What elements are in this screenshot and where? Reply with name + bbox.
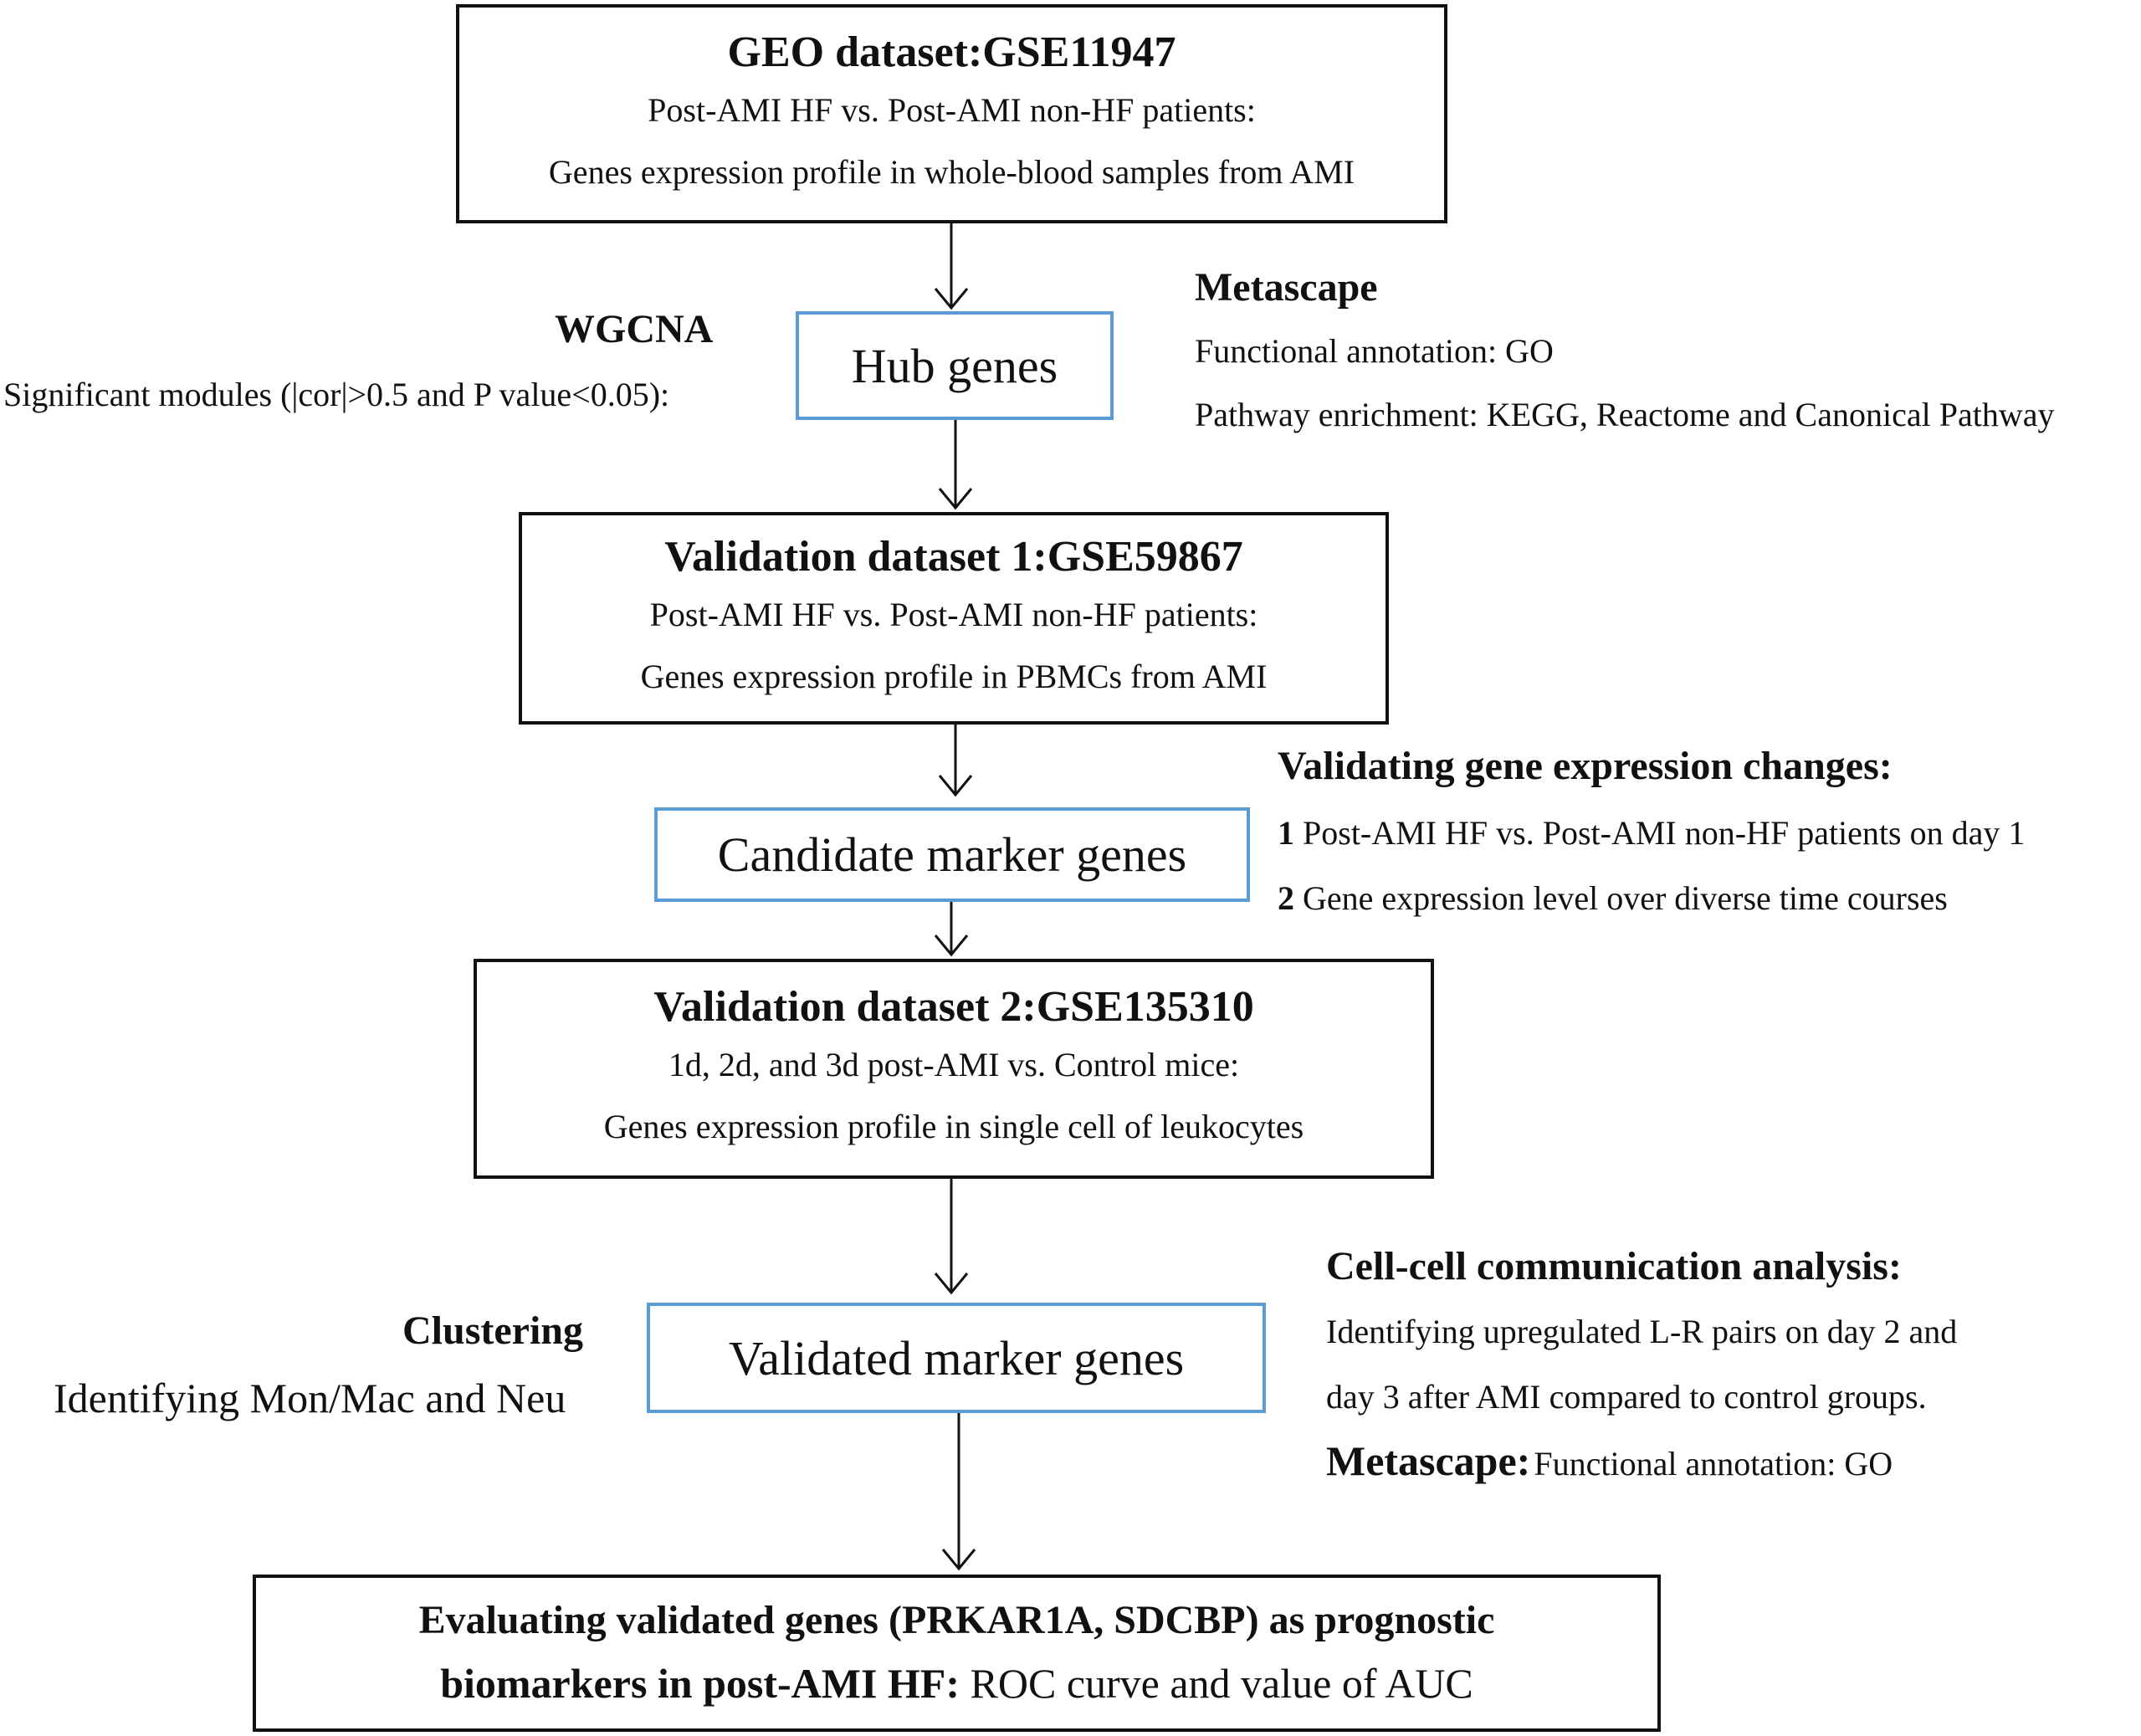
hub-genes-label: Hub genes	[851, 338, 1058, 393]
cellcell-metascape-text: Functional annotation: GO	[1534, 1445, 1893, 1483]
arrow-validation2-to-validated	[934, 1179, 969, 1295]
metascape1-heading: Metascape	[1195, 265, 1378, 310]
cellcell-heading: Cell-cell communication analysis:	[1326, 1244, 1902, 1288]
validated-marker-genes-box: Validated marker genes	[647, 1303, 1266, 1413]
validated-marker-genes-label: Validated marker genes	[728, 1330, 1185, 1385]
arrow-hub-to-validation1	[938, 420, 973, 510]
validation-dataset2-box: Validation dataset 2:GSE135310 1d, 2d, a…	[474, 959, 1434, 1179]
metascape1-line2: Pathway enrichment: KEGG, Reactome and C…	[1195, 396, 2055, 433]
validating-item1-number: 1	[1278, 814, 1294, 852]
arrow-validation1-to-candidate	[938, 725, 973, 797]
validation1-title: Validation dataset 1:GSE59867	[664, 532, 1243, 581]
evaluation-line2-bold: biomarkers in post-AMI HF:	[440, 1660, 960, 1708]
validation2-line1: 1d, 2d, and 3d post-AMI vs. Control mice…	[668, 1046, 1240, 1083]
validating-item2-text: Gene expression level over diverse time …	[1303, 879, 1948, 917]
validation1-line2: Genes expression profile in PBMCs from A…	[640, 657, 1268, 695]
validating-item2-number: 2	[1278, 879, 1294, 917]
geo-dataset-box: GEO dataset:GSE11947 Post-AMI HF vs. Pos…	[456, 4, 1447, 223]
cellcell-metascape: Metascape: Functional annotation: GO	[1326, 1436, 1893, 1485]
arrow-validated-to-final	[941, 1413, 976, 1571]
clustering-text: Identifying Mon/Mac and Neu	[54, 1375, 566, 1421]
candidate-marker-genes-box: Candidate marker genes	[654, 807, 1250, 902]
cellcell-line1: Identifying upregulated L-R pairs on day…	[1326, 1313, 1958, 1350]
arrow-candidate-to-validation2	[934, 902, 969, 957]
metascape1-line1: Functional annotation: GO	[1195, 332, 1554, 370]
wgcna-text: Significant modules (|cor|>0.5 and P val…	[3, 376, 670, 413]
geo-dataset-line1: Post-AMI HF vs. Post-AMI non-HF patients…	[648, 90, 1256, 129]
candidate-marker-genes-label: Candidate marker genes	[717, 827, 1187, 882]
validating-item2: 2 Gene expression level over diverse tim…	[1278, 878, 1948, 918]
validation-dataset1-box: Validation dataset 1:GSE59867 Post-AMI H…	[519, 512, 1389, 725]
geo-dataset-title: GEO dataset:GSE11947	[727, 28, 1176, 76]
validating-item1: 1 Post-AMI HF vs. Post-AMI non-HF patien…	[1278, 813, 2025, 853]
clustering-heading: Clustering	[402, 1308, 583, 1353]
validation2-line2: Genes expression profile in single cell …	[603, 1108, 1304, 1145]
wgcna-heading: WGCNA	[555, 307, 714, 351]
arrow-geo-to-hub	[934, 223, 969, 310]
evaluation-box: Evaluating validated genes (PRKAR1A, SDC…	[253, 1575, 1661, 1732]
evaluation-line2: biomarkers in post-AMI HF: ROC curve and…	[440, 1652, 1473, 1717]
cellcell-metascape-heading: Metascape:	[1326, 1437, 1531, 1484]
validating-heading: Validating gene expression changes:	[1278, 744, 1893, 788]
validating-item1-text: Post-AMI HF vs. Post-AMI non-HF patients…	[1303, 814, 2026, 852]
validation2-title: Validation dataset 2:GSE135310	[653, 983, 1254, 1031]
cellcell-line2: day 3 after AMI compared to control grou…	[1326, 1378, 1927, 1416]
geo-dataset-line2: Genes expression profile in whole-blood …	[548, 152, 1355, 191]
evaluation-line1: Evaluating validated genes (PRKAR1A, SDC…	[418, 1598, 1495, 1643]
evaluation-line2-rest: ROC curve and value of AUC	[970, 1660, 1473, 1708]
validation1-line1: Post-AMI HF vs. Post-AMI non-HF patients…	[649, 595, 1258, 633]
hub-genes-box: Hub genes	[796, 311, 1114, 420]
